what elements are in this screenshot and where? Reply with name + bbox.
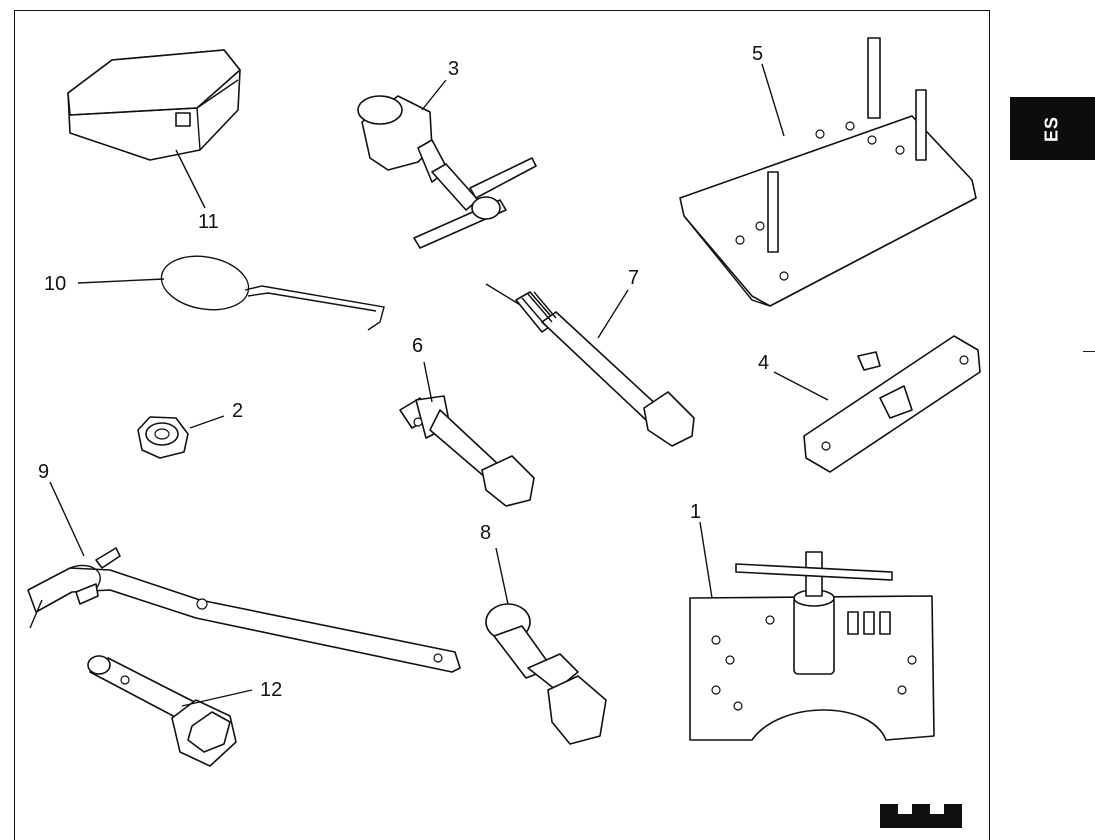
- callout-line-10: [77, 278, 165, 284]
- nut-part-2: [137, 416, 189, 459]
- callout-line-8: [495, 547, 509, 605]
- pin-tool-part-6: [399, 395, 535, 507]
- callout-line-6: [423, 361, 433, 403]
- bracket-plate-part-4: [803, 335, 981, 473]
- wire-hook-part-10: [160, 255, 385, 331]
- callout-line-11: [175, 149, 206, 209]
- callout-9: 9: [38, 461, 49, 483]
- callout-line-12: [181, 689, 253, 707]
- holding-wrench-part-9: [27, 547, 461, 673]
- extractor-part-8: [485, 603, 607, 745]
- tool-case-part-11: [67, 49, 241, 161]
- callout-line-4: [773, 371, 829, 401]
- language-tab: ES: [1010, 97, 1095, 160]
- callout-12: 12: [260, 679, 282, 701]
- socket-tube-part-12: [87, 655, 237, 767]
- callout-8: 8: [480, 522, 491, 544]
- callout-line-3: [421, 79, 447, 111]
- callout-6: 6: [412, 335, 423, 357]
- callout-7: 7: [628, 267, 639, 289]
- press-plate-part-1: [689, 551, 935, 741]
- callout-line-2: [189, 415, 225, 429]
- margin-tick: [1083, 351, 1095, 352]
- callout-line-1: [699, 521, 713, 599]
- callout-4: 4: [758, 352, 769, 374]
- fixture-plate-part-5: [679, 37, 977, 307]
- callout-3: 3: [448, 58, 459, 80]
- callout-line-7: [597, 289, 629, 339]
- callout-10: 10: [44, 273, 66, 295]
- crown-logo-icon: [880, 804, 962, 828]
- callout-line-5: [761, 63, 785, 137]
- callout-11: 11: [198, 211, 219, 233]
- puller-part-3: [357, 95, 537, 249]
- figure-frame: [14, 10, 990, 840]
- callout-1: 1: [690, 501, 701, 523]
- callout-2: 2: [232, 400, 243, 422]
- callout-5: 5: [752, 43, 763, 65]
- threaded-tool-part-7: [485, 283, 695, 447]
- callout-line-9: [49, 481, 85, 557]
